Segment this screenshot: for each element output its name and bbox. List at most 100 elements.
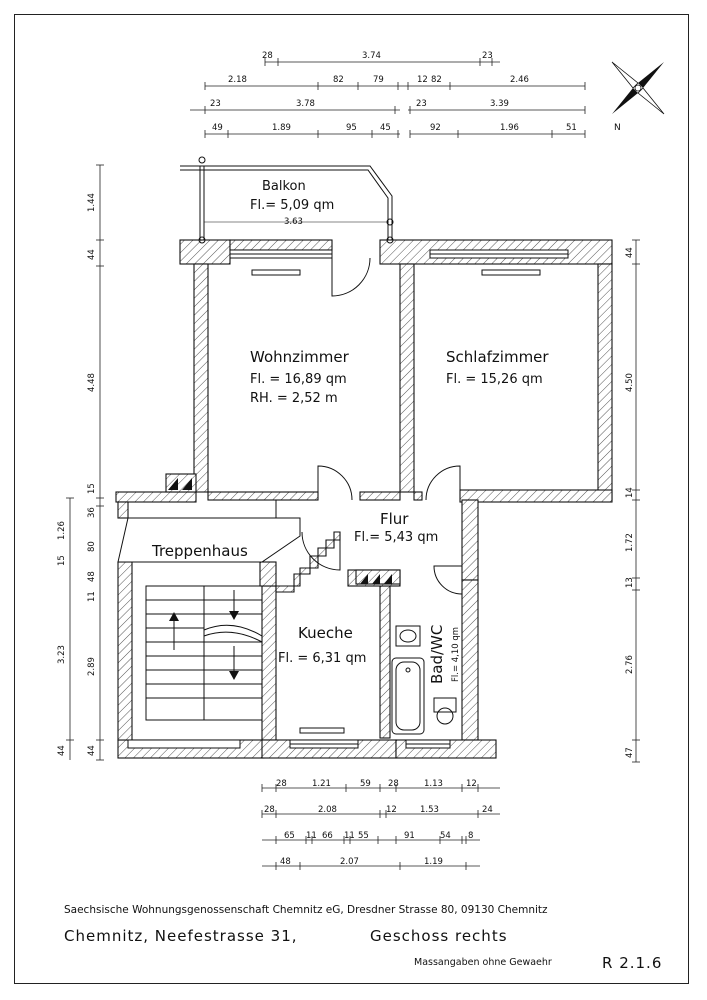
address-line: Chemnitz, Neefestrasse 31, <box>64 927 298 945</box>
compass-icon <box>611 61 665 115</box>
dim-label: 92 <box>430 123 441 133</box>
company-line: Saechsische Wohnungsgenossenschaft Chemn… <box>64 904 548 916</box>
left-dimension-labels: 1.44 44 4.48 15 3.23 44 36 15 1.26 80 48… <box>57 193 97 756</box>
dim-label: 2.46 <box>510 75 529 85</box>
dim-label: 49 <box>212 123 223 133</box>
right-dimension-lines <box>632 239 640 763</box>
dim-label: 1.44 <box>87 193 97 212</box>
dim-label: 11 <box>306 831 317 841</box>
stair-arrows <box>169 611 239 680</box>
dim-label: 24 <box>482 805 493 815</box>
dim-label: 48 <box>87 571 97 582</box>
dim-label: 1.19 <box>424 857 443 867</box>
room-name-treppenhaus: Treppenhaus <box>151 542 248 560</box>
sink <box>395 625 421 647</box>
right-dimension-labels: 44 4.50 14 1.72 13 2.76 47 <box>625 247 635 758</box>
dim-label: 11 <box>87 591 97 602</box>
dim-label: 2.76 <box>625 655 635 674</box>
top-dimension-labels: 28 3.74 23 2.18 82 79 12 82 2.46 23 3.78… <box>210 51 577 133</box>
dim-label: 59 <box>360 779 371 789</box>
dim-label: 8 <box>468 831 473 841</box>
plan-code: R 2.1.6 <box>602 954 663 972</box>
dim-label: 36 <box>87 507 97 518</box>
dim-label: 44 <box>57 745 67 756</box>
dim-label: 79 <box>373 75 384 85</box>
dim-label: 4.50 <box>625 373 635 392</box>
vent-shafts <box>168 478 392 584</box>
room-name-kueche: Kueche <box>298 624 353 642</box>
dim-label: 95 <box>346 123 357 133</box>
dim-label: 23 <box>210 99 221 109</box>
dim-label: 65 <box>284 831 295 841</box>
dim-label: 23 <box>482 51 493 61</box>
room-name-bad: Bad/WC <box>428 625 446 684</box>
dim-label: 1.53 <box>420 805 439 815</box>
dim-label: 82 <box>431 75 442 85</box>
room-area-schlafzimmer: Fl. = 15,26 qm <box>446 372 543 387</box>
dim-label: 44 <box>87 745 97 756</box>
dim-label: 15 <box>87 483 97 494</box>
dim-label: 47 <box>625 747 635 758</box>
dim-label: 15 <box>57 555 67 566</box>
balkon-width: 3.63 <box>284 217 303 227</box>
dim-label: 2.18 <box>228 75 247 85</box>
dim-label: 28 <box>262 51 273 61</box>
room-area-wohnzimmer: Fl. = 16,89 qm <box>250 372 347 387</box>
dim-label: 2.08 <box>318 805 337 815</box>
dim-label: 14 <box>625 487 635 498</box>
dim-label: 12 <box>417 75 428 85</box>
doors <box>275 257 463 595</box>
room-area-bad: Fl.= 4,10 qm <box>451 627 461 682</box>
dim-label: 2.07 <box>340 857 359 867</box>
dim-label: 28 <box>388 779 399 789</box>
dim-label: 54 <box>440 831 451 841</box>
disclaimer: Massangaben ohne Gewaehr <box>414 957 552 968</box>
dim-label: 28 <box>264 805 275 815</box>
dim-label: 1.96 <box>500 123 519 133</box>
walls <box>115 239 613 759</box>
dim-label: 45 <box>380 123 391 133</box>
dim-label: 1.26 <box>57 521 67 540</box>
dim-label: 3.74 <box>362 51 381 61</box>
compass-north-label: N <box>614 123 621 133</box>
dim-label: 12 <box>466 779 477 789</box>
windows <box>127 249 569 749</box>
room-name-wohnzimmer: Wohnzimmer <box>250 348 350 366</box>
dim-label: 23 <box>416 99 427 109</box>
top-dimension-lines <box>190 58 586 138</box>
left-dimension-lines <box>66 164 104 761</box>
dim-label: 51 <box>566 123 577 133</box>
dim-label: 1.72 <box>625 533 635 552</box>
dim-label: 28 <box>276 779 287 789</box>
bathtub <box>391 657 425 735</box>
room-name-balkon: Balkon <box>262 179 306 194</box>
room-labels: Balkon Fl.= 5,09 qm 3.63 Wohnzimmer Fl. … <box>151 179 549 684</box>
room-area-kueche: Fl. = 6,31 qm <box>278 651 366 666</box>
dim-label: 44 <box>87 249 97 260</box>
dim-label: 66 <box>322 831 333 841</box>
dim-label: 12 <box>386 805 397 815</box>
stair-landing <box>117 517 301 563</box>
room-height-wohnzimmer: RH. = 2,52 m <box>250 391 338 406</box>
dim-label: 13 <box>625 577 635 588</box>
dim-label: 44 <box>625 247 635 258</box>
dim-label: 1.21 <box>312 779 331 789</box>
dim-label: 11 <box>344 831 355 841</box>
dim-label: 80 <box>87 541 97 552</box>
floor-label: Geschoss rechts <box>370 927 508 945</box>
dim-label: 3.78 <box>296 99 315 109</box>
dim-label: 1.13 <box>424 779 443 789</box>
bottom-dimension-lines <box>261 784 500 870</box>
dim-label: 2.89 <box>87 657 97 676</box>
room-area-balkon: Fl.= 5,09 qm <box>250 198 334 213</box>
dim-label: 1.89 <box>272 123 291 133</box>
bottom-dimension-labels: 28 1.21 59 28 1.13 12 28 2.08 12 1.53 24… <box>264 779 493 867</box>
dim-label: 91 <box>404 831 415 841</box>
toilet <box>433 697 457 725</box>
dim-label: 4.48 <box>87 373 97 392</box>
balcony-outline <box>180 156 394 244</box>
dim-label: 3.23 <box>57 645 67 664</box>
dim-label: 55 <box>358 831 369 841</box>
dim-label: 82 <box>333 75 344 85</box>
